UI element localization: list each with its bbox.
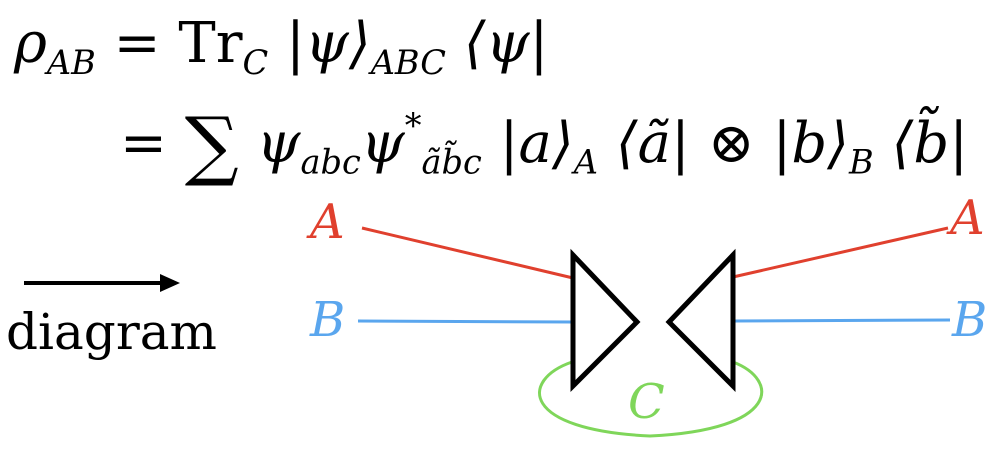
wire-c: [538, 360, 764, 438]
trace-subscript: C: [242, 42, 269, 82]
equation-line-1: ρAB = TrC |ψ⟩ABC ⟨ψ|: [14, 16, 548, 82]
label-c: C: [628, 374, 665, 430]
equation-line-2: = ∑ ψabcψ*ãb̃c |a⟩A ⟨ã| ⊗ |b⟩B ⟨b̃|: [120, 105, 969, 184]
equals-sign: =: [113, 11, 161, 76]
label-b-right: B: [951, 292, 987, 348]
ket-b-subscript: B: [849, 142, 874, 182]
ket-b: |b⟩: [772, 110, 850, 176]
psi-1: ψ: [256, 110, 301, 176]
wire-a-left: [361, 226, 574, 280]
ket-a-subscript: A: [573, 142, 598, 182]
psi-2-superscript: *: [404, 105, 422, 145]
trace-operator: Tr: [178, 11, 243, 76]
label-a-right: A: [946, 190, 985, 246]
wire-a-right: [732, 226, 949, 279]
wire-b-right: [732, 318, 951, 323]
wire-b-left: [357, 319, 574, 324]
label-a-left: A: [306, 194, 345, 250]
arrow-label: diagram: [6, 303, 217, 361]
psi-1-subscript: abc: [300, 142, 361, 182]
ket-psi: |ψ⟩: [286, 11, 371, 76]
psi-2: ψ: [360, 110, 405, 176]
psi-2-subscript: ãb̃c: [421, 142, 482, 182]
bra-psi: ⟨ψ|: [463, 11, 549, 76]
bra-a: ⟨ã|: [615, 110, 690, 176]
rho-subscript: AB: [46, 42, 96, 82]
arrow-head-icon: [160, 274, 180, 292]
ket-a: |a⟩: [499, 110, 574, 176]
rho-symbol: ρ: [14, 11, 47, 76]
ket-subscript: ABC: [370, 42, 446, 82]
bra-b: ⟨b̃|: [891, 110, 969, 176]
tensor-product-symbol: ⊗: [707, 110, 755, 176]
label-b-left: B: [309, 292, 345, 348]
equals-sign-2: =: [120, 110, 167, 176]
tensor-psi-conjugate: [665, 248, 736, 393]
tensor-psi: [570, 248, 641, 393]
sum-symbol: ∑: [184, 101, 239, 189]
